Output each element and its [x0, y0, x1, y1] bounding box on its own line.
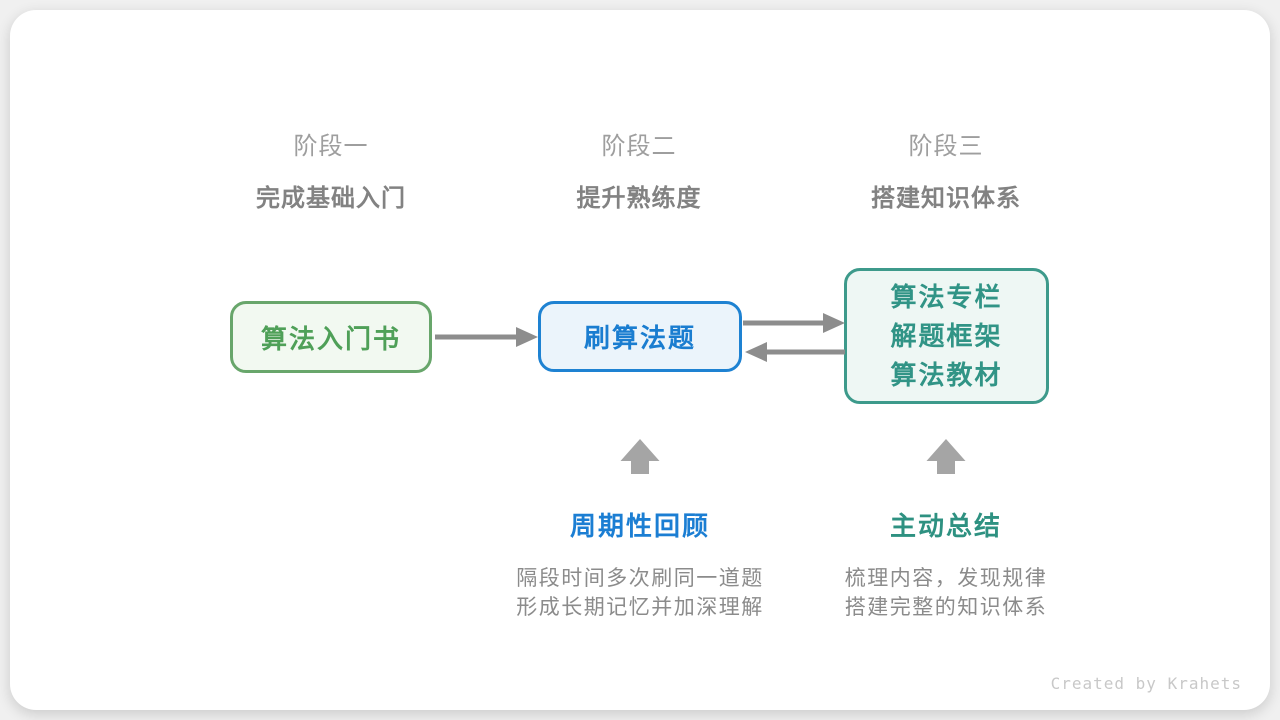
annotation-active-summary-desc-line-1: 梳理内容，发现规律: [844, 567, 1048, 590]
annotation-active-summary-desc-line-2: 搭建完整的知识体系: [844, 596, 1048, 619]
stage-1-header: 阶段一 完成基础入门: [181, 126, 481, 213]
node-resources-line-1: 算法专栏: [890, 281, 1003, 312]
annotation-active-summary-title: 主动总结: [889, 511, 1002, 541]
annotation-periodic-review-desc: 隔段时间多次刷同一道题 形成长期记忆并加深理解: [460, 564, 820, 622]
annotation-periodic-review: 周期性回顾 隔段时间多次刷同一道题 形成长期记忆并加深理解: [460, 506, 820, 622]
stage-2-label: 阶段二: [601, 133, 677, 160]
stage-3-title: 搭建知识体系: [871, 185, 1021, 212]
node-intro-book-label: 算法入门书: [260, 323, 401, 354]
node-knowledge-resources: 算法专栏 解题框架 算法教材: [844, 268, 1049, 404]
credit-text: Created by Krahets: [1050, 674, 1242, 693]
stage-2-title: 提升熟练度: [576, 185, 702, 212]
annotation-active-summary: 主动总结 梳理内容，发现规律 搭建完整的知识体系: [766, 506, 1126, 622]
node-intro-book: 算法入门书: [230, 301, 432, 373]
annotation-active-summary-desc: 梳理内容，发现规律 搭建完整的知识体系: [766, 564, 1126, 622]
stage-3-header: 阶段三 搭建知识体系: [796, 126, 1096, 213]
node-resources-line-3: 算法教材: [890, 359, 1003, 390]
stage-2-header: 阶段二 提升熟练度: [489, 126, 789, 213]
node-resources-line-2: 解题框架: [890, 320, 1003, 351]
stage-3-label: 阶段三: [908, 133, 984, 160]
annotation-periodic-review-title: 周期性回顾: [569, 511, 710, 541]
node-practice-problems: 刷算法题: [538, 301, 742, 372]
annotation-periodic-review-desc-line-2: 形成长期记忆并加深理解: [516, 596, 764, 619]
stage-1-title: 完成基础入门: [256, 185, 406, 212]
node-practice-problems-label: 刷算法题: [583, 323, 696, 353]
stage-1-label: 阶段一: [293, 133, 369, 160]
annotation-periodic-review-desc-line-1: 隔段时间多次刷同一道题: [516, 567, 764, 590]
